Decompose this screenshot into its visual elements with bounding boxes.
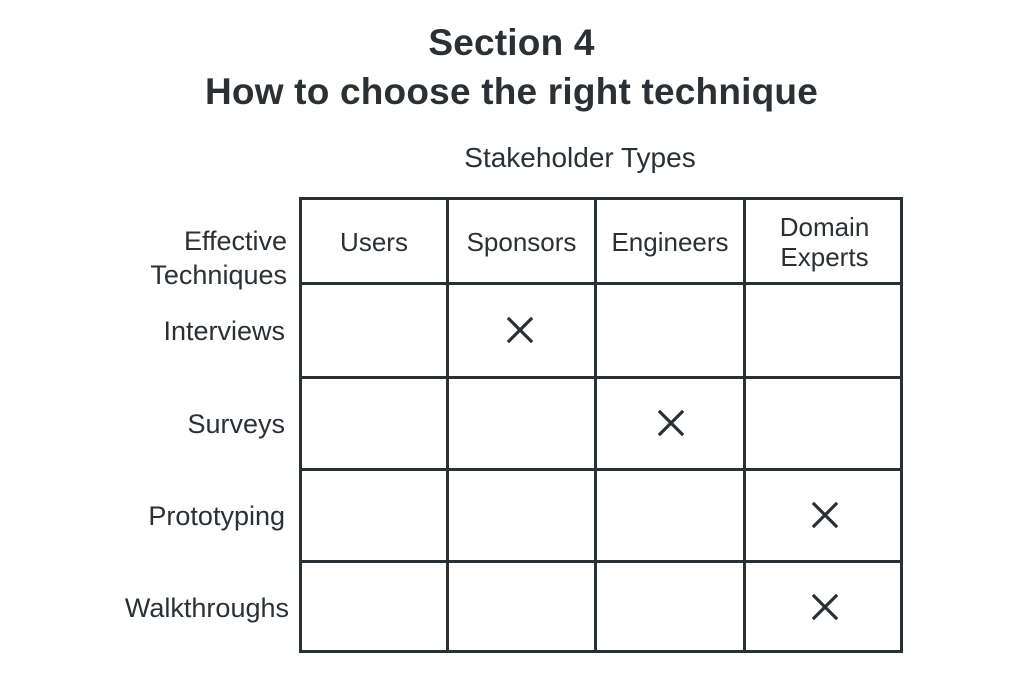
x-mark-icon — [812, 502, 838, 528]
column-header-domain-experts: Domain Experts — [746, 200, 903, 283]
row-divider — [299, 376, 903, 379]
row-label-prototyping: Prototyping — [148, 500, 285, 531]
column-header-domain-experts-line2: Experts — [780, 241, 869, 272]
column-divider — [743, 197, 746, 653]
x-mark-icon — [507, 317, 533, 343]
column-divider — [594, 197, 597, 653]
x-mark-icon — [658, 410, 684, 436]
column-divider — [446, 197, 449, 653]
matrix-border — [299, 197, 903, 653]
row-divider — [299, 282, 903, 285]
column-header-domain-experts-line1: Domain — [779, 211, 870, 242]
column-header-users: Users — [340, 226, 408, 257]
row-label-interviews: Interviews — [163, 315, 285, 346]
row-label-walkthroughs: Walkthroughs — [124, 592, 289, 623]
column-header-engineers: Engineers — [611, 226, 729, 257]
column-header-sponsors: Sponsors — [466, 226, 577, 257]
row-divider — [299, 468, 903, 471]
row-group-label-line2: Techniques — [150, 260, 287, 290]
column-group-label: Stakeholder Types — [464, 142, 696, 173]
row-divider — [299, 560, 903, 563]
row-label-surveys: Surveys — [187, 408, 285, 439]
section-subtitle: How to choose the right technique — [205, 71, 818, 112]
x-mark-icon — [812, 594, 838, 620]
row-group-label: Effective Techniques — [150, 224, 287, 292]
row-group-label-line1: Effective — [183, 226, 287, 256]
section-number-title: Section 4 — [428, 22, 595, 63]
